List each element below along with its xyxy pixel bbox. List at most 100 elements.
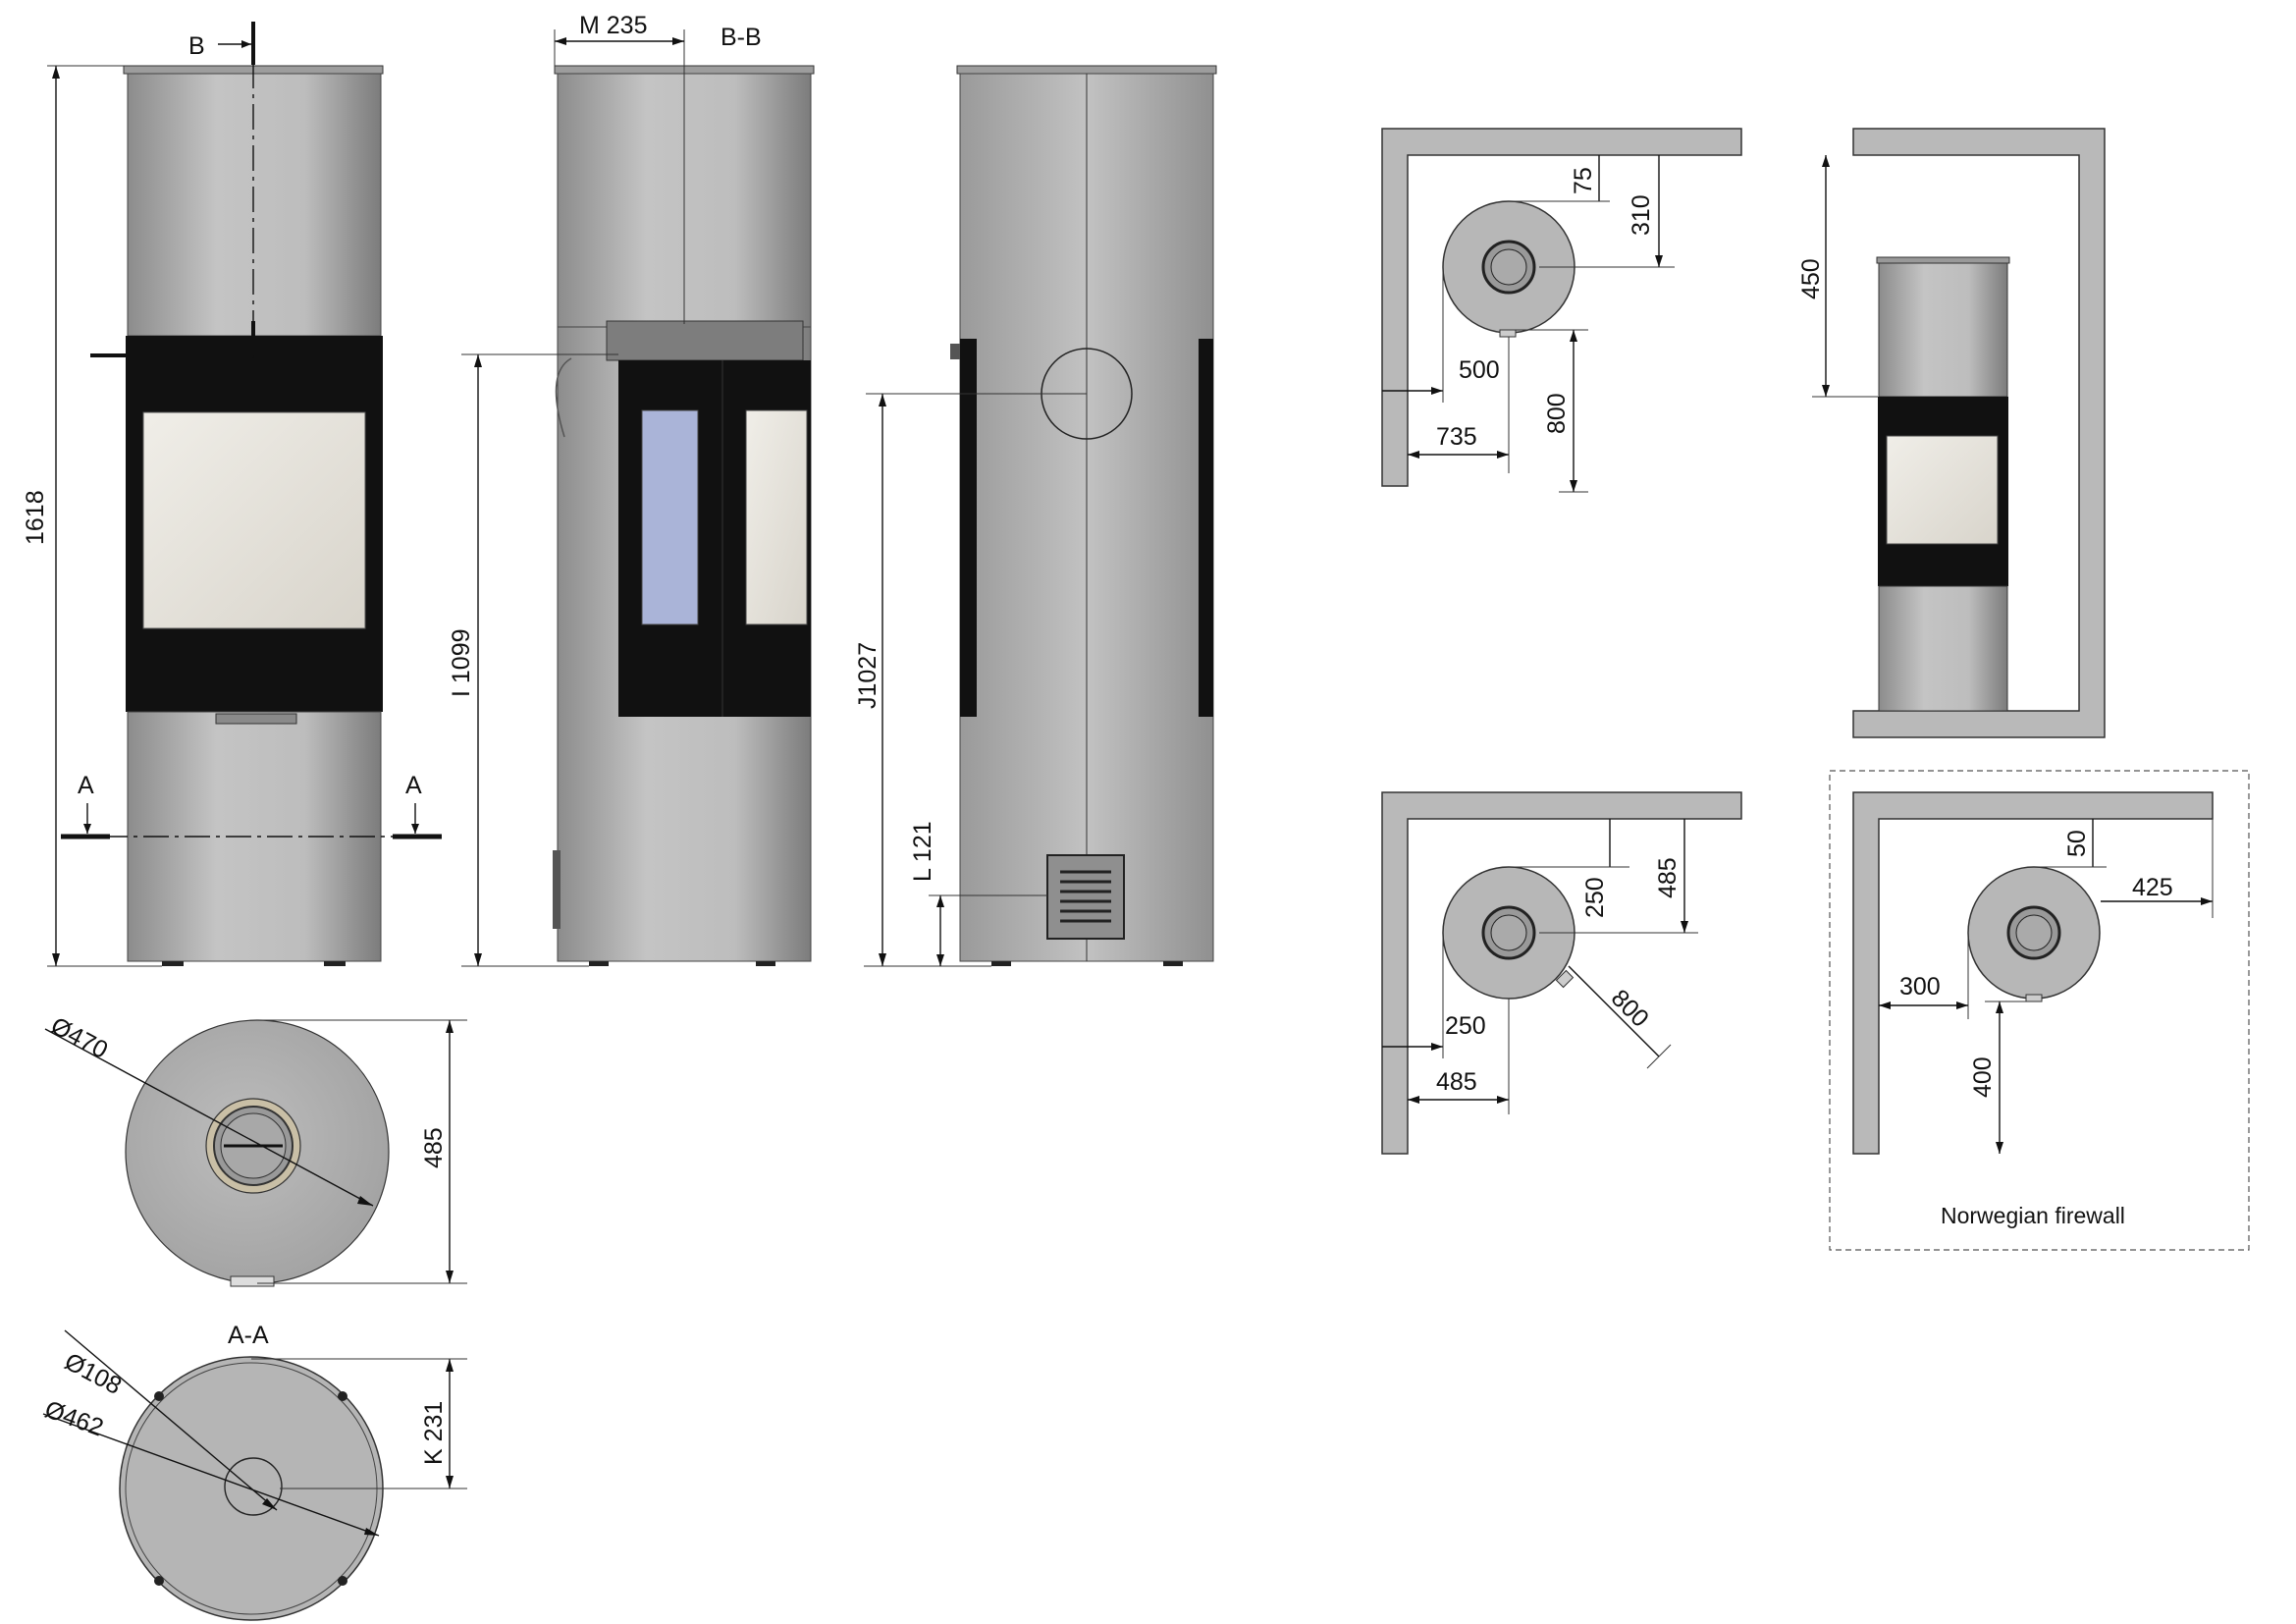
m-arrow-right xyxy=(672,37,684,45)
back-handle xyxy=(950,344,960,359)
nf-flue-inner xyxy=(2015,914,2053,951)
nf-wall xyxy=(1852,791,2214,1155)
cc2-485h-arrow-l xyxy=(1408,1096,1419,1104)
norwegian-firewall: 50 425 300 400 Norwegian firewall xyxy=(1829,770,2250,1251)
aa-inner-dia-line xyxy=(64,1329,278,1511)
section-bb-title: B-B xyxy=(721,24,762,51)
i-arrow-bottom xyxy=(474,953,482,966)
section-bb-elevation: M 235 B-B I 1099 xyxy=(448,12,815,967)
plan-view: Ø470 485 xyxy=(44,1012,467,1287)
cw-450-arrow-b xyxy=(1822,385,1830,397)
plan-diameter-arrow xyxy=(357,1196,373,1206)
section-a-left-label: A xyxy=(78,772,94,799)
aa-k-label: K 231 xyxy=(420,1401,448,1465)
cc2-250h-label: 250 xyxy=(1445,1012,1486,1040)
back-left-door-edge xyxy=(960,339,977,717)
cc1-735-arrow-l xyxy=(1408,451,1419,459)
cc2-bracket xyxy=(1555,969,1575,989)
cc1-bracket xyxy=(1499,329,1517,338)
cc2-flue-inner xyxy=(1490,914,1527,951)
j-arrow-top xyxy=(879,394,886,406)
cc2-250h-arrow xyxy=(1431,1043,1443,1051)
nf-425-label: 425 xyxy=(2132,874,2173,901)
bb-back-glass xyxy=(745,409,808,625)
cc1-735-arrow-r xyxy=(1497,451,1509,459)
cc1-800-arrow-t xyxy=(1570,330,1577,342)
front-ash-handle xyxy=(215,713,297,725)
cc1-735-label: 735 xyxy=(1436,423,1477,451)
bb-air-vent xyxy=(553,850,561,929)
cc1-flue-inner xyxy=(1490,248,1527,286)
nf-400-arrow-t xyxy=(1996,1001,2003,1013)
cw-wall xyxy=(1852,128,2106,738)
cc2-800-tick xyxy=(1646,1044,1672,1069)
cc2-wall xyxy=(1381,791,1742,1155)
clearance-corner-1: 75 310 500 735 800 xyxy=(1381,128,1742,493)
cc1-75-label: 75 xyxy=(1570,167,1597,194)
cc1-310-label: 310 xyxy=(1628,194,1655,236)
nf-400-label: 400 xyxy=(1969,1056,1997,1098)
aa-k-arrow-top xyxy=(446,1359,454,1372)
clearance-wall: 450 xyxy=(1797,128,2106,738)
front-elevation: B A A 1618 xyxy=(22,22,442,967)
section-aa-title: A-A xyxy=(228,1322,269,1349)
back-foot-right xyxy=(1163,961,1183,966)
back-top-plate xyxy=(956,65,1217,75)
cw-lower-cylinder xyxy=(1878,585,2008,712)
aa-inner-dia-arrow xyxy=(262,1498,277,1510)
back-air-vent-slats xyxy=(1060,870,1111,923)
m-dim-label: M 235 xyxy=(579,12,647,39)
cc1-800-label: 800 xyxy=(1543,393,1571,434)
nf-300-arrow-l xyxy=(1879,1001,1891,1009)
j-arrow-bottom xyxy=(879,953,886,966)
front-foot-left xyxy=(162,961,184,966)
cc1-500-arrow xyxy=(1431,387,1443,395)
aa-outer-dia-arrow xyxy=(364,1528,379,1536)
section-b-arrowhead-top xyxy=(241,40,251,48)
front-lower-cylinder xyxy=(127,711,382,962)
j-dim-label: J1027 xyxy=(854,642,881,709)
cw-top-plate xyxy=(1876,256,2010,264)
i-dim-label: I 1099 xyxy=(448,628,475,697)
nf-300-label: 300 xyxy=(1899,973,1941,1001)
front-glass xyxy=(142,411,366,629)
plan-depth-label: 485 xyxy=(420,1127,448,1168)
cw-450-label: 450 xyxy=(1797,258,1825,299)
l-arrow-top xyxy=(936,895,944,907)
bb-internal-box xyxy=(606,320,804,361)
bb-side-glass xyxy=(641,409,699,625)
cw-upper-cylinder xyxy=(1878,260,2008,398)
cw-glass xyxy=(1886,435,1999,545)
cc2-485h-arrow-r xyxy=(1497,1096,1509,1104)
nf-bracket xyxy=(2025,994,2043,1002)
cc1-wall xyxy=(1381,128,1742,487)
height-arrow-top xyxy=(52,66,60,79)
height-arrow-bottom xyxy=(52,953,60,966)
bb-foot-right xyxy=(756,961,775,966)
aa-inner-dia-label: Ø108 xyxy=(60,1348,126,1400)
nf-425-arrow-r xyxy=(2201,897,2213,905)
cc2-800-label: 800 xyxy=(1606,984,1654,1032)
section-a-left-arrowhead xyxy=(83,824,91,834)
plan-depth-arrow-top xyxy=(446,1020,454,1033)
cc2-800-line xyxy=(1568,965,1660,1057)
aa-outer-dia-label: Ø462 xyxy=(41,1395,107,1441)
aa-outer-dia-line xyxy=(42,1413,380,1537)
section-aa-view: A-A Ø108 Ø462 K 231 xyxy=(41,1322,467,1621)
cc1-310-arrow xyxy=(1655,255,1663,267)
cc2-485v-label: 485 xyxy=(1654,857,1682,898)
cc2-250v-label: 250 xyxy=(1581,877,1609,918)
aa-flue-hole xyxy=(224,1457,283,1516)
aa-bolt-holes xyxy=(154,1391,347,1586)
clearance-corner-2: 250 485 800 250 485 xyxy=(1381,791,1742,1155)
nf-dashed-frame xyxy=(1829,770,2250,1251)
height-dim-label: 1618 xyxy=(22,490,49,545)
section-a-right-arrowhead xyxy=(411,824,419,834)
aa-k-arrow-bottom xyxy=(446,1476,454,1489)
plan-diameter-line xyxy=(44,1028,374,1207)
section-b-label: B xyxy=(188,32,205,60)
front-foot-right xyxy=(324,961,346,966)
cc2-485v-arrow xyxy=(1681,921,1688,933)
back-foot-left xyxy=(991,961,1011,966)
